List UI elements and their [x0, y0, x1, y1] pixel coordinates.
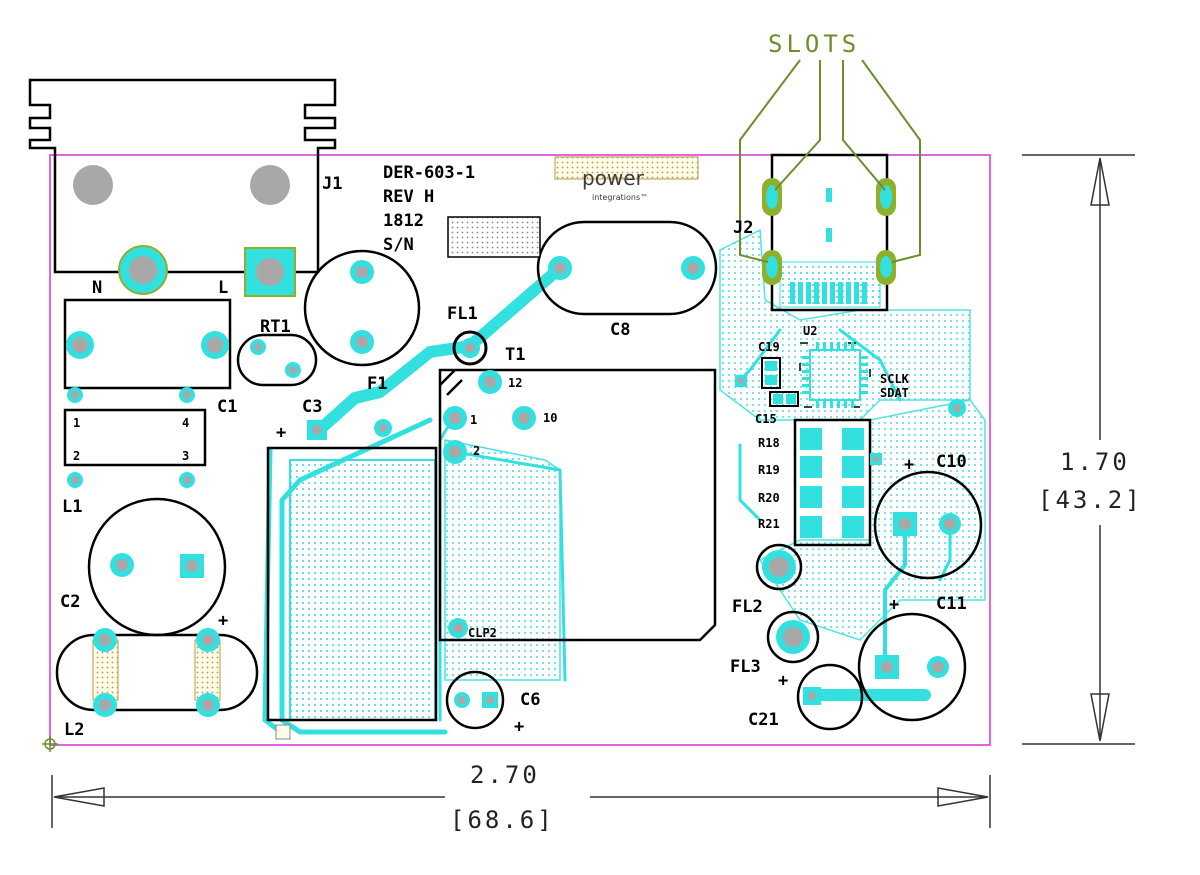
f1-fuse: [303, 249, 421, 367]
label-c6: C6: [520, 690, 540, 710]
label-c1: C1: [217, 397, 237, 417]
label-r20: R20: [758, 491, 780, 505]
fl1-ferrite: [452, 330, 488, 366]
c19-c15-capacitors: [735, 357, 799, 407]
label-l2: L2: [64, 720, 84, 740]
polarity-c2: +: [218, 611, 228, 631]
label-l: L: [218, 278, 228, 298]
title-line-2: REV H: [383, 187, 434, 207]
label-fl2: FL2: [732, 597, 763, 617]
label-t1: T1: [505, 345, 525, 365]
height-mm: [43.2]: [1038, 486, 1143, 514]
height-inches: 1.70: [1060, 448, 1130, 476]
label-l1-pin1: 1: [73, 416, 80, 430]
label-c10: C10: [936, 452, 967, 472]
label-r21: R21: [758, 517, 780, 531]
j2-connector: [762, 153, 896, 312]
c21-capacitor: [796, 663, 864, 731]
width-inches: 2.70: [470, 761, 540, 789]
polarity-c21: +: [778, 671, 788, 691]
label-c21: C21: [748, 710, 779, 730]
u2-ic: [799, 342, 871, 408]
serial-number-box: [447, 216, 541, 258]
l1-inductor: [63, 387, 207, 488]
j1-connector: [28, 78, 337, 297]
label-c2: C2: [60, 592, 80, 612]
label-r19: R19: [758, 463, 780, 477]
c3-capacitor: [266, 419, 438, 740]
fl3-ferrite: [766, 610, 820, 664]
label-j1: J1: [322, 174, 342, 194]
label-l1-pin4: 4: [182, 416, 189, 430]
title-block: DER-603-1 REV H 1812 S/N: [383, 163, 475, 255]
label-t1-pin10: 10: [543, 411, 557, 425]
c8-capacitor: [536, 220, 718, 316]
label-fl1: FL1: [447, 304, 478, 324]
title-line-3: 1812: [383, 211, 424, 231]
label-n: N: [92, 278, 102, 298]
r18-r21-resistors: [793, 399, 966, 547]
label-j2: J2: [733, 218, 753, 238]
polarity-c6: +: [514, 717, 524, 737]
polarity-c11: +: [889, 595, 899, 615]
label-l1-pin2: 2: [73, 449, 80, 463]
label-t1-pin12: 12: [508, 376, 522, 390]
c10-capacitor: [873, 470, 983, 580]
label-rt1: RT1: [260, 317, 291, 337]
label-c19: C19: [758, 340, 780, 354]
label-c11: C11: [936, 594, 967, 614]
label-sclk: SCLK: [880, 372, 910, 386]
label-fl3: FL3: [730, 657, 761, 677]
copper-pours: [289, 228, 986, 721]
label-c15: C15: [755, 412, 777, 426]
label-t1-pin2: 2: [473, 444, 480, 458]
slots-leaders: [739, 59, 921, 263]
height-dimension: [1022, 154, 1135, 745]
logo-word: power: [582, 166, 645, 190]
label-l1: L1: [62, 497, 82, 517]
c6-capacitor: [445, 670, 505, 730]
rt1-thermistor: [236, 333, 318, 387]
label-r18: R18: [758, 436, 780, 450]
title-line-4: S/N: [383, 235, 414, 255]
label-u2: U2: [803, 324, 817, 338]
origin-mark: [42, 736, 58, 752]
c1-capacitor: [63, 298, 232, 390]
polarity-c3: +: [276, 423, 286, 443]
label-c3: C3: [302, 397, 322, 417]
t1-transformer: [438, 368, 717, 642]
c2-capacitor: [87, 497, 227, 637]
label-t1-pin1: 1: [470, 413, 477, 427]
label-l1-pin3: 3: [182, 449, 189, 463]
width-dimension: [51, 775, 991, 828]
label-clp2: CLP2: [468, 626, 497, 640]
l2-inductor: [55, 628, 259, 717]
title-line-1: DER-603-1: [383, 163, 475, 183]
board-outline: [49, 154, 991, 746]
fl2-ferrite: [755, 543, 803, 591]
polarity-c10: +: [904, 455, 914, 475]
label-c8: C8: [610, 320, 630, 340]
power-integrations-logo: power integrations™: [554, 156, 699, 202]
c11-capacitor: [857, 612, 967, 722]
designator-labels: J1 J2 N L RT1 C1 F1 FL1 T1 C3 C8 U2 C19 …: [60, 174, 967, 740]
label-sdat: SDAT: [880, 386, 909, 400]
label-f1: F1: [367, 374, 387, 394]
width-mm: [68.6]: [450, 806, 555, 834]
slots-label: SLOTS: [768, 30, 860, 58]
logo-sub: integrations™: [592, 193, 648, 202]
